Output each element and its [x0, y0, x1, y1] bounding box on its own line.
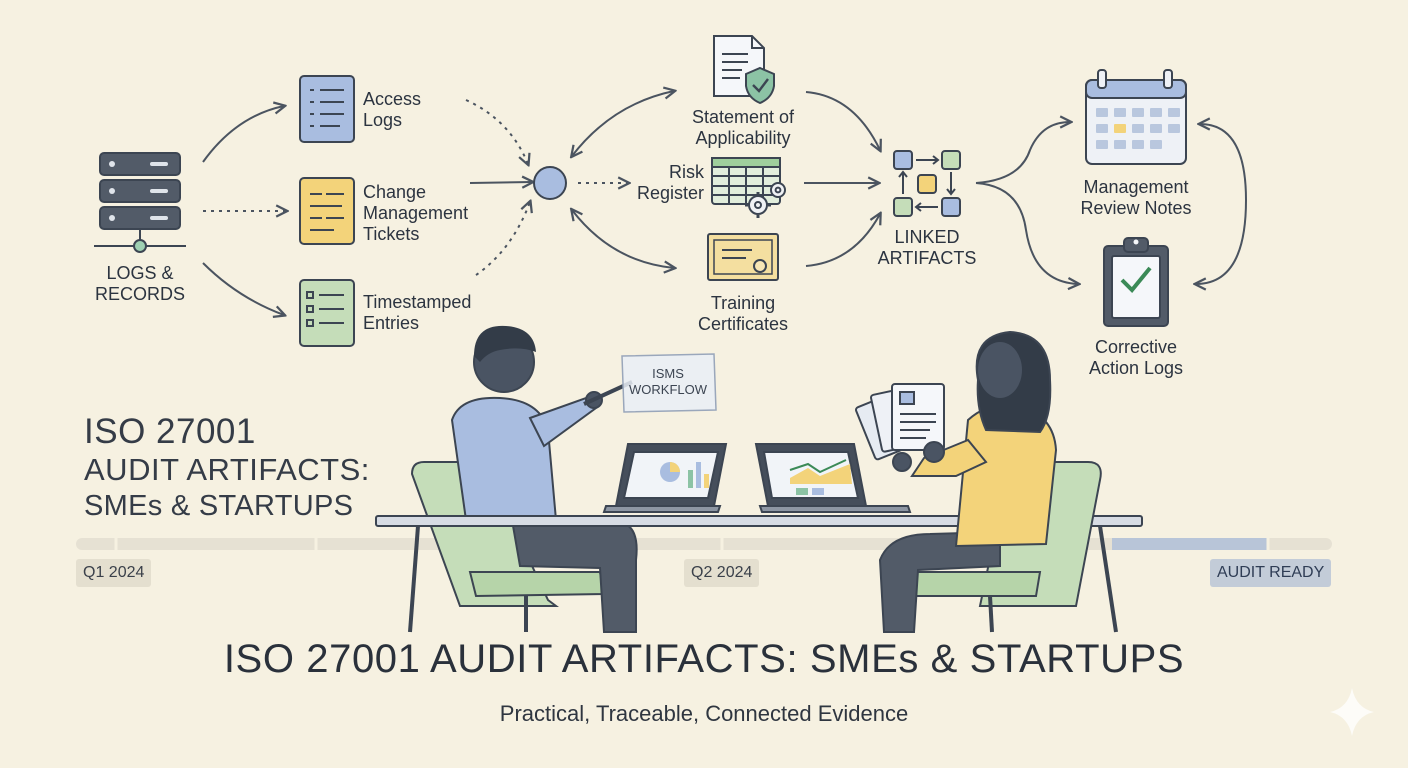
arrow-soa-linked	[805, 91, 880, 150]
timestamped-entries-icon	[299, 279, 355, 347]
person-left	[410, 325, 638, 633]
linked-artifacts-label: LINKED ARTIFACTS	[877, 227, 977, 268]
access-logs-label: Access Logs	[363, 89, 422, 130]
hub-node	[533, 166, 567, 200]
corrective-action-label: Corrective Action Logs	[1088, 337, 1184, 378]
arrow-hub-training	[572, 210, 674, 268]
laptop-left	[602, 443, 728, 513]
side-title-line-2: AUDIT ARTIFACTS:	[84, 452, 370, 487]
training-certificates-label: Training Certificates	[697, 293, 789, 334]
change-tickets-label: Change Management Tickets	[363, 182, 469, 244]
arrow-linked-corrective	[975, 182, 1078, 284]
statement-applicability-label: Statement of Applicability	[691, 107, 795, 148]
logs-records-label: LOGS & RECORDS	[94, 263, 185, 304]
timeline-bar	[76, 538, 1332, 550]
risk-register-label: Risk Register	[636, 162, 704, 203]
timeline-q2-badge: Q2 2024	[684, 559, 760, 587]
arrow-hub-soa	[572, 91, 674, 156]
main-title: ISO 27001 AUDIT ARTIFACTS: SMEs & STARTU…	[223, 637, 1185, 681]
desk	[375, 515, 1143, 633]
change-tickets-icon	[299, 177, 355, 245]
arrow-linked-review	[975, 122, 1070, 184]
training-certificate-icon	[707, 233, 779, 281]
linked-artifacts-icon	[893, 150, 961, 217]
arrow-access-to-hub	[465, 99, 528, 164]
isms-workflow-label: ISMS WORKFLOW	[629, 366, 707, 397]
side-title: ISO 27001 AUDIT ARTIFACTS: SMEs & STARTU…	[84, 412, 370, 524]
arrow-to-timestamped	[202, 262, 284, 315]
server-icon	[94, 152, 186, 253]
subtitle: Practical, Traceable, Connected Evidence	[499, 701, 909, 726]
access-logs-icon	[299, 75, 355, 143]
person-right	[855, 330, 1102, 633]
laptop-right	[754, 443, 912, 513]
gear-icon	[745, 182, 786, 218]
isms-workflow-panel	[621, 353, 717, 413]
side-title-line-1: ISO 27001	[84, 412, 256, 451]
arrow-feedback-loop	[1196, 124, 1248, 284]
arrow-change-to-hub	[469, 182, 532, 183]
arrow-timestamped-to-hub	[475, 202, 530, 276]
timeline-audit-ready-badge: AUDIT READY	[1210, 559, 1332, 587]
calendar-icon	[1085, 69, 1187, 165]
side-title-line-3: SMEs & STARTUPS	[84, 490, 354, 522]
arrow-to-access-logs	[202, 106, 284, 163]
timestamped-entries-label: Timestamped Entries	[363, 292, 472, 333]
management-review-label: Management Review Notes	[1080, 177, 1192, 218]
clipboard-checkmark-icon	[1103, 237, 1169, 327]
timeline-q1-badge: Q1 2024	[76, 559, 152, 587]
sparkle-icon	[1330, 688, 1374, 736]
statement-shield-document-icon	[713, 35, 775, 105]
risk-register-spreadsheet-icon	[711, 157, 781, 205]
arrow-training-linked	[805, 214, 880, 267]
